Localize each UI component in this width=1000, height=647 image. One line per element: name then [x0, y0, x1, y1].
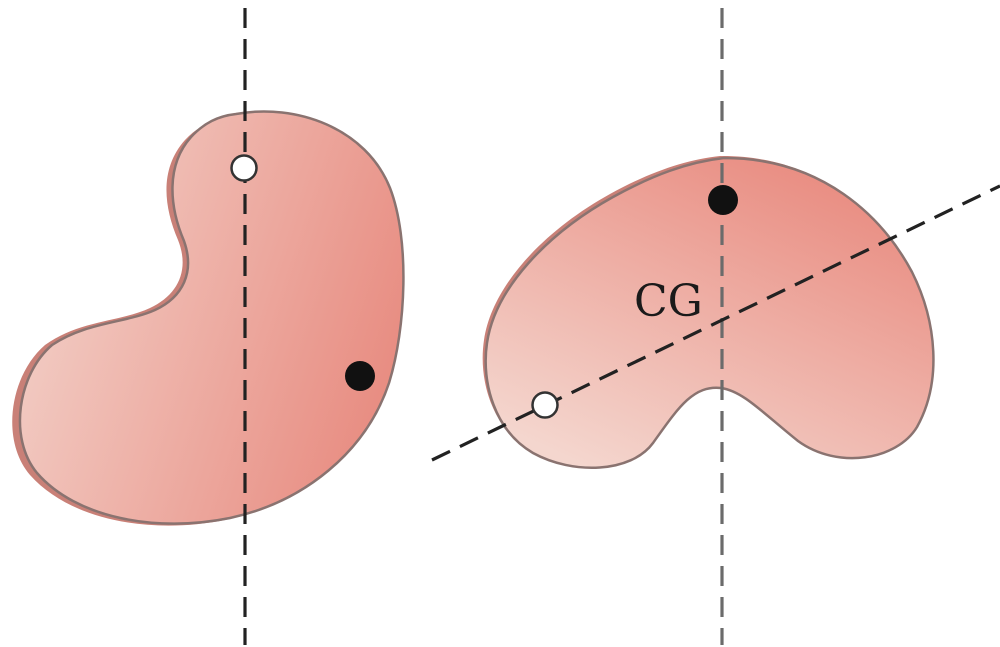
right-lamina — [482, 155, 935, 469]
left-suspension-point — [230, 154, 258, 182]
right-suspension-point — [531, 391, 559, 419]
right-lamina-face — [484, 156, 935, 469]
cg-label: CG — [634, 276, 703, 327]
left-weight-point — [345, 361, 375, 391]
right-weight-point — [708, 185, 738, 215]
right-diagonal-plumb-line — [431, 184, 1000, 462]
left-lamina — [12, 110, 405, 526]
left-lamina-face — [18, 110, 405, 525]
